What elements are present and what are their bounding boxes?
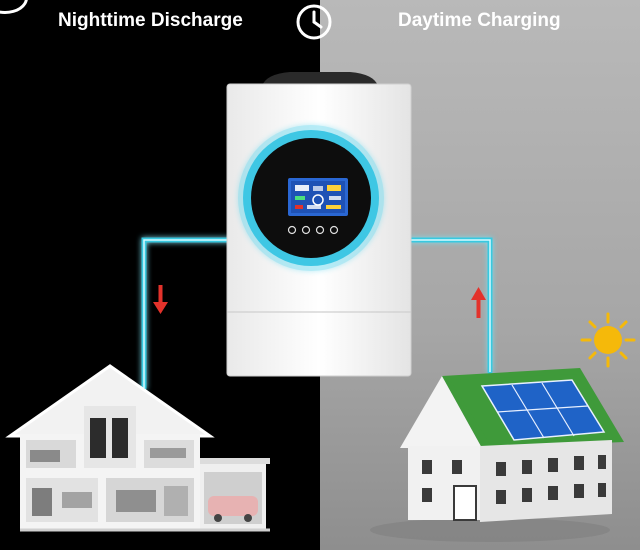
- cable-left: [141, 237, 235, 391]
- arrow-up-icon: [471, 287, 486, 318]
- inverter-unit: [226, 72, 412, 377]
- control-buttons: [287, 225, 339, 235]
- sun-icon: [580, 312, 636, 368]
- clock-icon: [294, 2, 334, 42]
- lcd-screen: [288, 178, 348, 216]
- night-house: [5, 364, 270, 532]
- day-house: [370, 368, 624, 542]
- day-title: Daytime Charging: [398, 10, 561, 31]
- cable-right: [405, 237, 493, 375]
- arrow-down-icon: [153, 285, 168, 314]
- solar-panel-icon: [480, 379, 606, 441]
- inverter-handle: [262, 72, 378, 86]
- night-title: Nighttime Discharge: [58, 10, 243, 31]
